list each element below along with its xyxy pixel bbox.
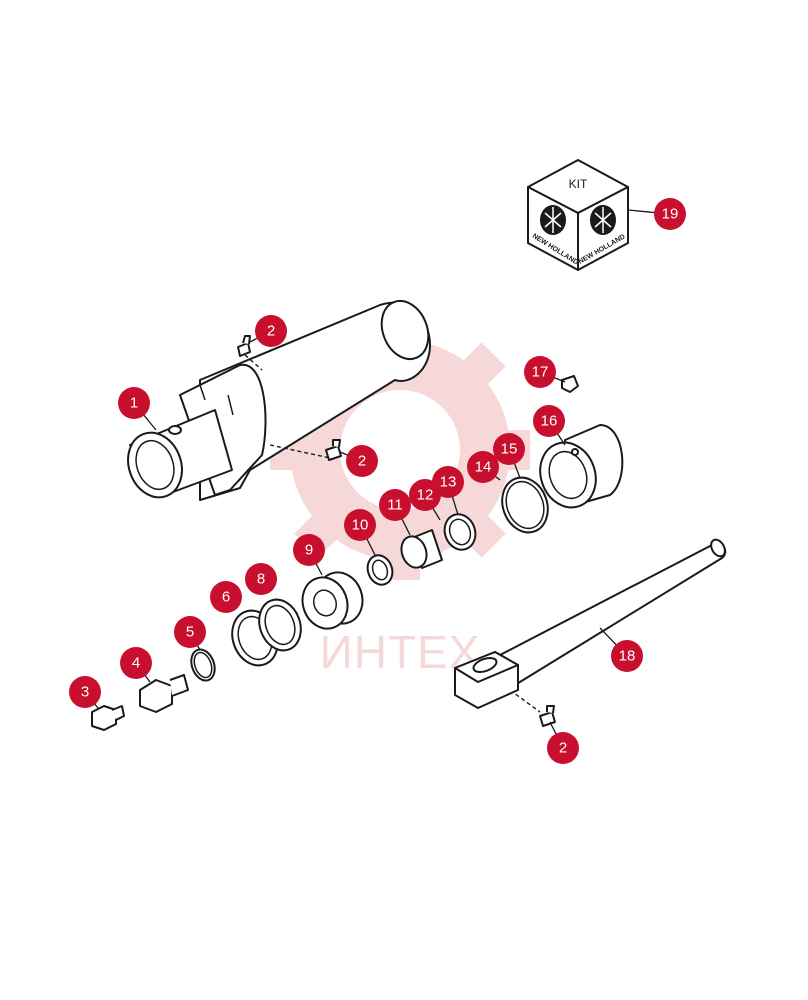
callout-2-bottom[interactable]: 2 (547, 732, 579, 764)
callout-2-middle-circle (346, 445, 378, 477)
part-bushing (400, 529, 443, 569)
watermark-text: ИНТЕХ (320, 626, 481, 678)
callout-10-circle (344, 509, 376, 541)
kit-box: KIT NEW HOLLAND NEW HOLLAND (527, 159, 629, 271)
callout-16[interactable]: 16 (533, 405, 565, 437)
callout-13[interactable]: 13 (432, 466, 464, 498)
callout-13-label: 13 (440, 474, 457, 491)
callout-16-circle (533, 405, 565, 437)
callout-17-label: 17 (532, 364, 549, 381)
callout-8[interactable]: 8 (245, 563, 277, 595)
part-ring-14-15 (501, 476, 549, 534)
callout-2-bottom-circle (547, 732, 579, 764)
part-large-bolt (139, 674, 189, 713)
callout-19[interactable]: 19 (654, 198, 686, 230)
grease-fitting-bottom-icon (509, 689, 556, 727)
callout-17-circle (524, 356, 556, 388)
callout-6-label: 6 (222, 589, 230, 606)
callout-5-label: 5 (186, 624, 194, 641)
callout-9[interactable]: 9 (293, 534, 325, 566)
callout-15-label: 15 (501, 441, 518, 458)
callout-5-circle (174, 616, 206, 648)
callout-18-circle (611, 640, 643, 672)
callout-12-label: 12 (417, 487, 434, 504)
part-small-bolt (91, 705, 125, 731)
callout-2-top[interactable]: 2 (255, 315, 287, 347)
callout-6[interactable]: 6 (210, 581, 242, 613)
callout-9-circle (293, 534, 325, 566)
callout-8-circle (245, 563, 277, 595)
callout-3-label: 3 (81, 684, 89, 701)
part-cylinder-barrel (127, 299, 431, 501)
callout-4-label: 4 (132, 655, 140, 672)
callout-15[interactable]: 15 (493, 433, 525, 465)
callout-14-circle (467, 451, 499, 483)
callout-11-circle (379, 489, 411, 521)
callout-2-middle[interactable]: 2 (346, 445, 378, 477)
callout-2-top-label: 2 (267, 323, 275, 340)
callout-6-circle (210, 581, 242, 613)
part-small-oring (190, 648, 216, 682)
part-seal-12-13 (443, 513, 477, 551)
callout-14[interactable]: 14 (467, 451, 499, 483)
grease-fitting-top-icon (237, 335, 251, 357)
callout-19-label: 19 (662, 206, 679, 223)
kit-label: KIT (569, 177, 588, 191)
part-piston (301, 571, 364, 630)
callout-18-label: 18 (619, 648, 636, 665)
grease-fitting-right-icon (325, 439, 342, 461)
callout-15-circle (493, 433, 525, 465)
callout-2-top-circle (255, 315, 287, 347)
callout-2-bottom-label: 2 (559, 740, 567, 757)
callout-10[interactable]: 10 (344, 509, 376, 541)
callout-5[interactable]: 5 (174, 616, 206, 648)
callout-13-circle (432, 466, 464, 498)
part-screw-17 (561, 375, 579, 393)
callout-11[interactable]: 11 (379, 489, 411, 521)
callout-3-circle (69, 676, 101, 708)
callout-14-label: 14 (475, 459, 492, 476)
callout-8-label: 8 (257, 571, 265, 588)
callout-1-label: 1 (130, 395, 138, 412)
part-ring-10 (366, 554, 394, 586)
callout-9-label: 9 (305, 542, 313, 559)
part-gland (539, 424, 624, 509)
callout-1[interactable]: 1 (118, 387, 150, 419)
part-piston-rod (454, 538, 727, 709)
callout-17[interactable]: 17 (524, 356, 556, 388)
callout-19-circle (654, 198, 686, 230)
callout-3[interactable]: 3 (69, 676, 101, 708)
callout-1-circle (118, 387, 150, 419)
callout-2-middle-label: 2 (358, 453, 366, 470)
callout-11-label: 11 (387, 497, 403, 514)
callout-10-label: 10 (352, 517, 369, 534)
part-seal-8 (258, 598, 302, 652)
callout-4-circle (120, 647, 152, 679)
callout-18[interactable]: 18 (611, 640, 643, 672)
callout-4[interactable]: 4 (120, 647, 152, 679)
callout-16-label: 16 (541, 413, 558, 430)
